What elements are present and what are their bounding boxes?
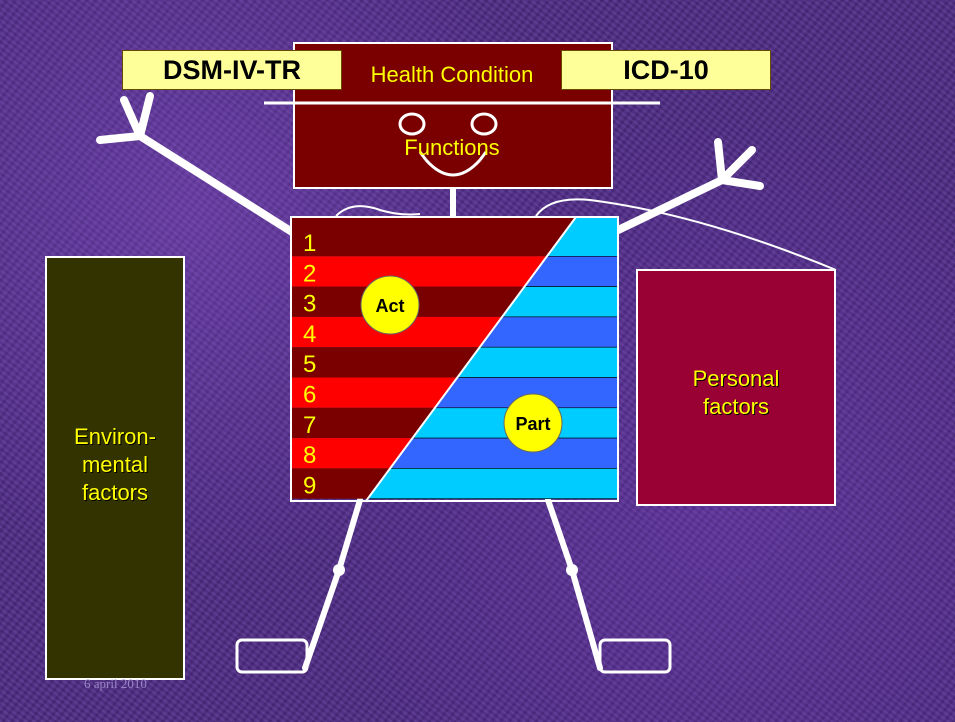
personal-line-2: factors [702, 394, 770, 419]
environmental-line-3: factors [81, 480, 149, 505]
left-arm [96, 92, 296, 236]
participation-bar [366, 468, 618, 499]
smile-corner-right [478, 151, 488, 161]
personal-line-1: Personal [692, 366, 780, 391]
smile-corner-left [418, 151, 428, 161]
head [264, 42, 660, 189]
environmental-factors-label: Environ- mental factors [46, 410, 184, 520]
environmental-factors-box [45, 256, 185, 680]
personal-factors-box [636, 269, 836, 506]
personal-factors-label: Personal factors [637, 358, 835, 428]
environmental-line-1: Environ- [74, 424, 156, 449]
smile [424, 158, 482, 177]
torso-outline [290, 216, 619, 502]
row-number: 2 [303, 260, 316, 287]
functions-label: Functions [404, 135, 499, 160]
left-leg [302, 497, 363, 671]
torso-bars [291, 217, 618, 499]
right-knee [566, 564, 578, 576]
right-leg [545, 497, 603, 671]
row-number: 8 [303, 442, 316, 469]
row-number: 1 [303, 230, 316, 257]
row-number: 5 [303, 351, 316, 378]
act-label: Act [375, 296, 404, 316]
act-circle [360, 275, 420, 335]
activity-bar-top [291, 217, 618, 227]
footer-date: 6 april 2010 [84, 676, 147, 691]
row-number: 6 [303, 382, 316, 409]
part-label: Part [515, 414, 550, 434]
icd-10-label: ICD-10 [561, 50, 771, 90]
dsm-iv-tr-label: DSM-IV-TR [122, 50, 342, 90]
row-number: 7 [303, 412, 316, 439]
row-number: 3 [303, 291, 316, 318]
row-numbers: 1 2 3 4 5 6 7 8 9 [303, 230, 316, 499]
part-circle [503, 393, 563, 453]
shoulder-curves [335, 198, 837, 271]
right-arm [610, 138, 764, 236]
right-foot [598, 638, 672, 674]
row-number: 9 [303, 472, 316, 499]
left-eye [398, 112, 426, 136]
left-foot [235, 638, 309, 674]
row-number: 4 [303, 321, 316, 348]
act-part-diagonal [365, 216, 577, 502]
environmental-line-2: mental [81, 452, 149, 477]
left-knee [333, 564, 345, 576]
health-condition-label: Health Condition [371, 62, 534, 87]
right-eye [470, 112, 498, 136]
